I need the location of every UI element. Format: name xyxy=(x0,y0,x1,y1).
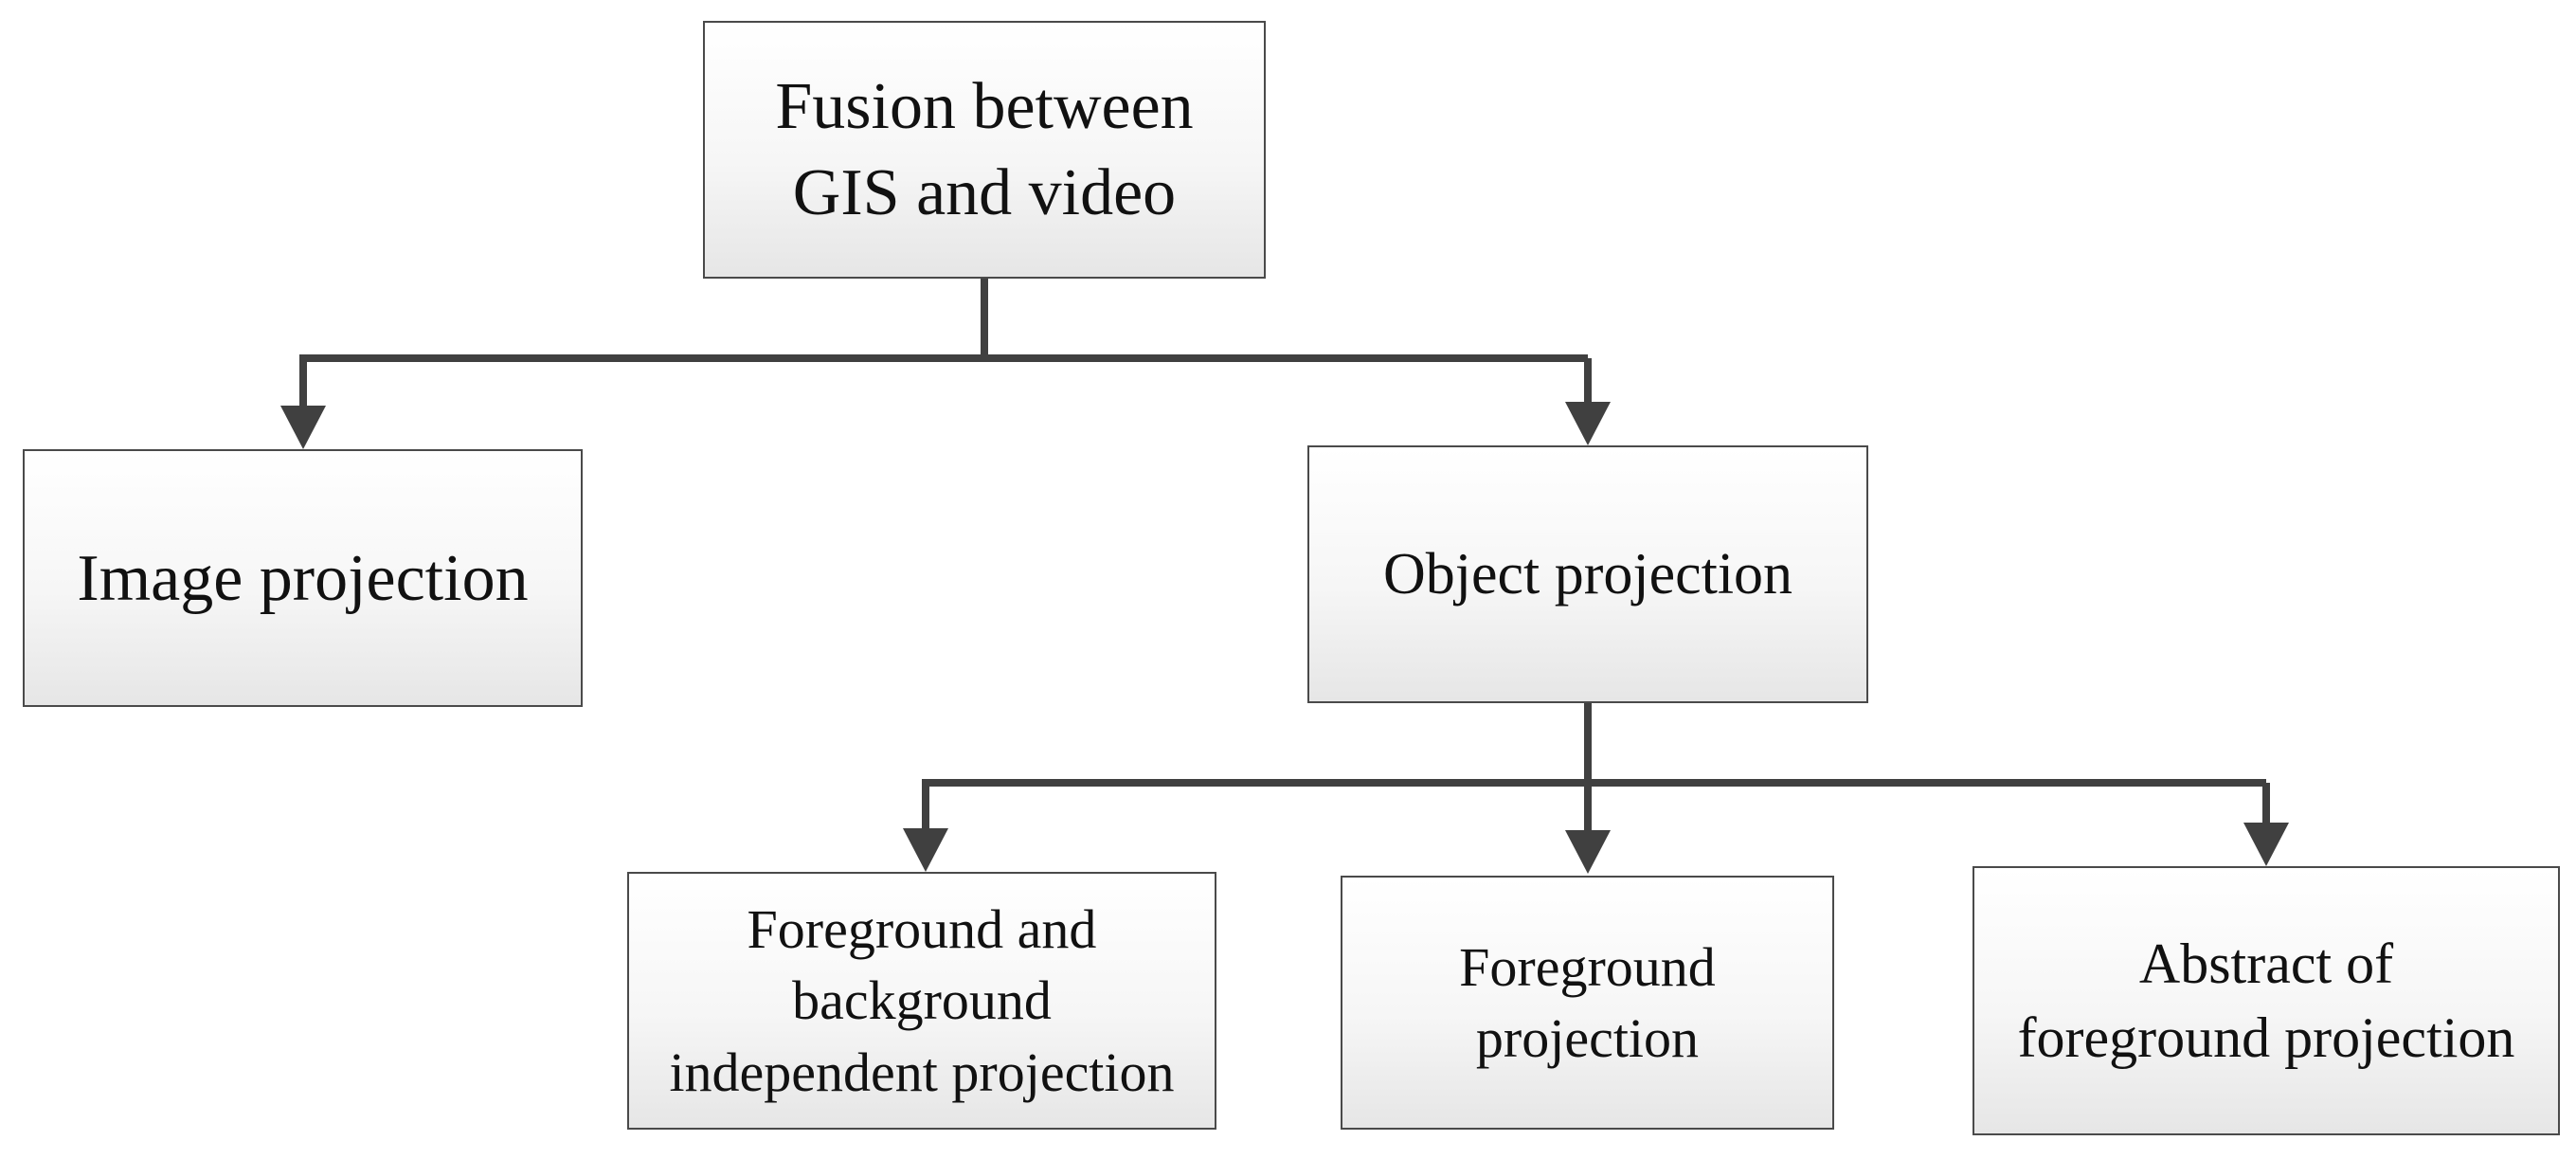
node-label: Abstract of foreground projection xyxy=(2017,933,2515,1069)
node-label: Image projection xyxy=(77,541,529,615)
node-label: Foreground projection xyxy=(1459,935,1716,1069)
node-label: Foreground and background independent pr… xyxy=(669,897,1175,1103)
node-label: Fusion between GIS and video xyxy=(775,70,1194,229)
node-fusion-gis-video: Fusion between GIS and video xyxy=(703,21,1266,279)
node-foreground-projection: Foreground projection xyxy=(1341,876,1834,1130)
node-foreground-background-projection: Foreground and background independent pr… xyxy=(627,872,1216,1130)
arrowhead-image xyxy=(280,406,326,449)
node-label: Object projection xyxy=(1382,541,1793,607)
arrowhead-fb xyxy=(903,828,948,872)
arrowhead-object xyxy=(1565,402,1611,445)
node-object-projection: Object projection xyxy=(1307,445,1868,703)
arrowhead-abs xyxy=(2243,823,2289,866)
node-abstract-foreground-projection: Abstract of foreground projection xyxy=(1973,866,2560,1135)
arrowhead-fg xyxy=(1565,830,1611,874)
node-image-projection: Image projection xyxy=(23,449,583,707)
